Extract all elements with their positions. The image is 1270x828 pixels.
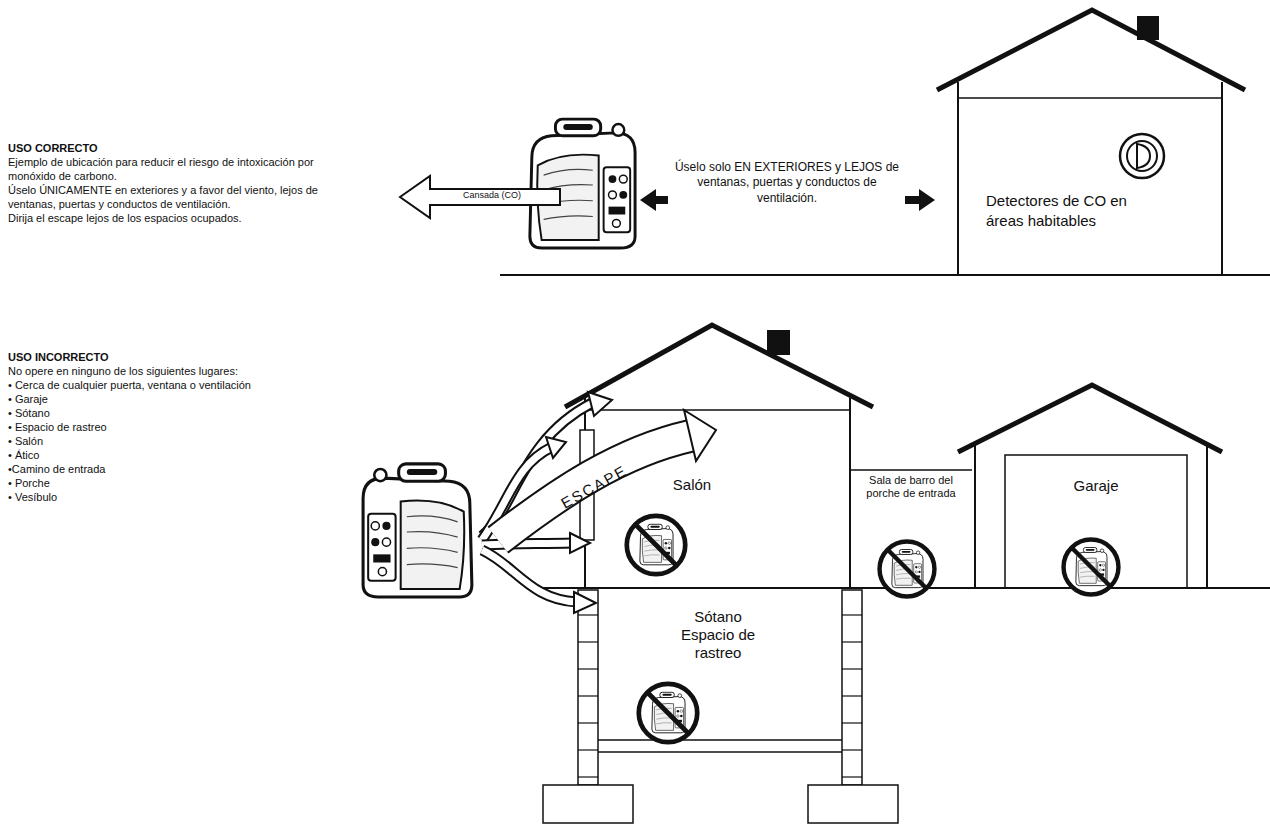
- list-item: • Salón: [8, 434, 388, 448]
- section-heading: USO CORRECTO: [8, 141, 353, 155]
- list-item: • Sótano: [8, 406, 388, 420]
- room-area: Salón: [585, 410, 850, 588]
- house-area: Detectores de CO en áreas habitables: [958, 98, 1222, 275]
- room-label: Salón: [657, 476, 727, 494]
- list-item: •Camino de entrada: [8, 462, 388, 476]
- room-area: Garaje: [1005, 455, 1187, 588]
- list-item: • Espacio de rastreo: [8, 420, 388, 434]
- instruction-text: Ejemplo de ubicación para reducir el rie…: [8, 155, 353, 183]
- room-label: Detectores de CO en áreas habitables: [986, 191, 1166, 232]
- list-item: • Cerca de cualquier puerta, ventana o v…: [8, 378, 388, 392]
- section-heading: USO INCORRECTO: [8, 350, 388, 364]
- list-item: • Garaje: [8, 392, 388, 406]
- room-label: Garaje: [1005, 477, 1187, 495]
- instruction-text: No opere en ninguno de los siguientes lu…: [8, 364, 388, 378]
- instruction-text: Dirija el escape lejos de los espacios o…: [8, 211, 353, 225]
- instruction-text: Úselo ÚNICAMENTE en exteriores y a favor…: [8, 183, 353, 211]
- room-area: Sótano Espacio de rastreo: [598, 588, 840, 738]
- co-detector-icon: [1120, 134, 1164, 178]
- list-item: • Ático: [8, 448, 388, 462]
- instruction-text: Úselo solo EN EXTERIORES y LEJOS de vent…: [672, 160, 902, 206]
- exhaust-label: Cansada (CO): [432, 190, 552, 202]
- room-area: Sala de barro del porche de entrada: [850, 470, 972, 588]
- list-item: • Porche: [8, 476, 388, 490]
- room-label: Sótano Espacio de rastreo: [668, 608, 768, 662]
- list-item: • Vesíbulo: [8, 490, 388, 504]
- room-label: Sala de barro del porche de entrada: [857, 474, 965, 500]
